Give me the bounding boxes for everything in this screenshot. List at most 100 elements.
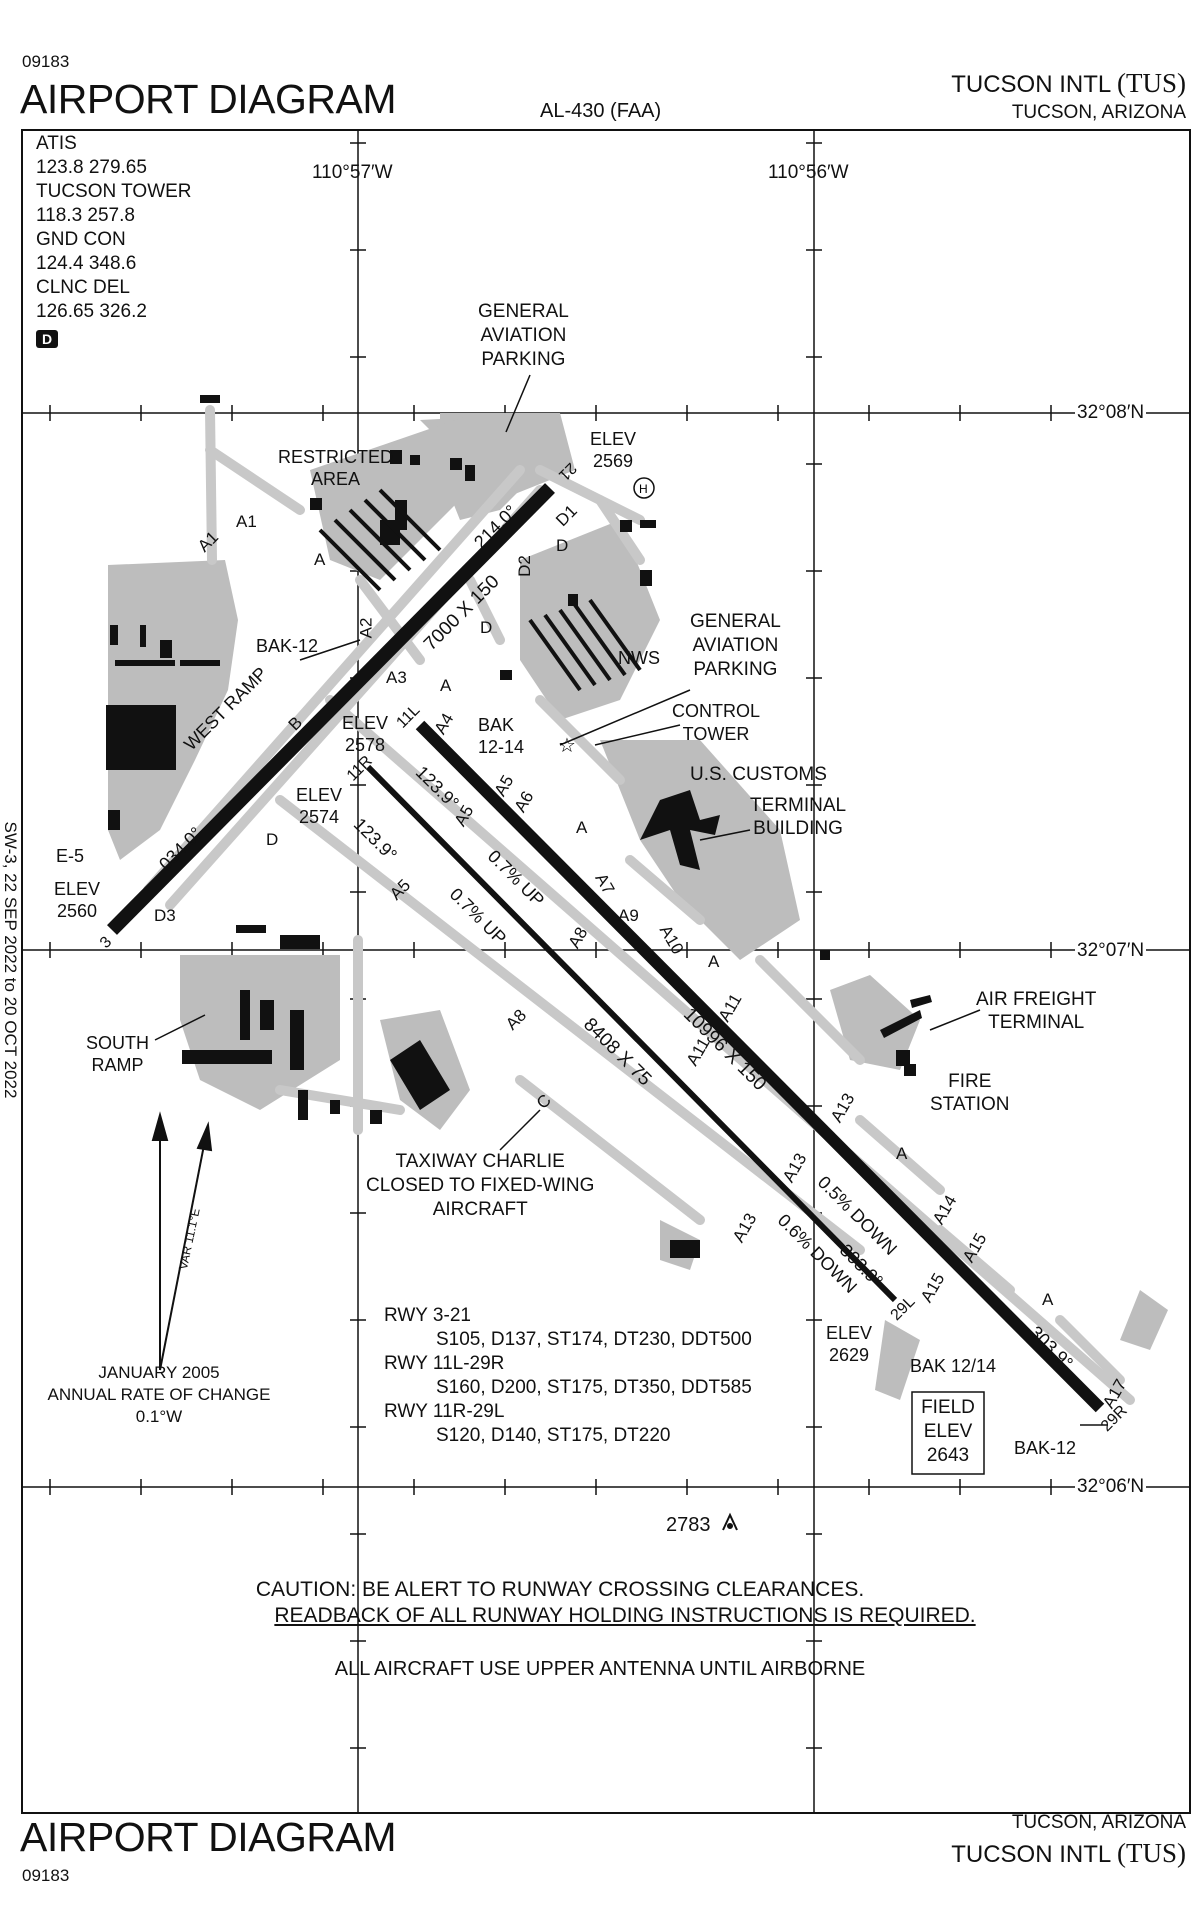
nws-label: NWS — [618, 648, 660, 668]
label-line: AIRCRAFT — [432, 1199, 528, 1220]
bak-12-14-label: BAK 12-14 — [478, 714, 524, 758]
label-line: 2629 — [828, 1345, 870, 1365]
label-line: AVIATION — [480, 325, 567, 346]
se-apron-2 — [875, 1320, 920, 1400]
buildings — [106, 395, 932, 1258]
caution-note: CAUTION: BE ALERT TO RUNWAY CROSSING CLE… — [0, 1578, 1200, 1628]
elev-2569-label: ELEV 2569 — [590, 428, 636, 472]
label-line: AIR FREIGHT — [976, 989, 1097, 1010]
footer-city-state: TUCSON, ARIZONA — [1011, 1812, 1186, 1833]
taxiway-label: A9 — [618, 906, 639, 925]
city-state-header: TUCSON, ARIZONA — [1011, 102, 1186, 123]
graticule-ticks — [49, 142, 1143, 1749]
strength-values: S120, D140, ST175, DT220 — [436, 1425, 671, 1446]
label-line: ELEV — [826, 1323, 873, 1343]
antenna-note: ALL AIRCRAFT USE UPPER ANTENNA UNTIL AIR… — [334, 1658, 866, 1680]
fire-station-label: FIRE STATION — [930, 1070, 1010, 1116]
runway-11l-29r — [415, 720, 1105, 1413]
chart-number: 09183 — [22, 52, 70, 71]
elev-2578-label: ELEV 2578 — [342, 712, 388, 756]
magnetic-north-arrows — [151, 1111, 213, 1371]
comm-frequencies: ATIS 123.8 279.65 TUCSON TOWER 118.3 257… — [36, 132, 192, 349]
label-line: FIRE — [948, 1071, 992, 1092]
label-line: JANUARY 2005 — [98, 1363, 220, 1382]
us-customs-label: U.S. CUSTOMS — [690, 764, 827, 785]
terminal-building — [640, 790, 720, 870]
ga-parking-east-label: GENERAL AVIATION PARKING — [690, 610, 781, 682]
chart-title: AIRPORT DIAGRAM — [20, 76, 397, 122]
comm-line: GND CON — [36, 229, 126, 250]
label-line: PARKING — [693, 659, 778, 680]
footer-title: AIRPORT DIAGRAM — [20, 1814, 397, 1860]
strength-values: S160, D200, ST175, DT350, DDT585 — [436, 1377, 752, 1398]
label-line: AVIATION — [692, 635, 779, 656]
taxiway-label: D3 — [154, 906, 176, 925]
strength-values: S105, D137, ST174, DT230, DDT500 — [436, 1329, 752, 1350]
lat-mid-label: 32°07′N — [1075, 940, 1147, 962]
taxiway-label: A3 — [386, 668, 407, 687]
terminal-building-label: TERMINAL BUILDING — [750, 794, 846, 840]
control-tower-icon: ☆ — [558, 733, 576, 757]
field-elev-label: FIELD ELEV 2643 — [912, 1396, 984, 1468]
obstacle-elevation: 2783 — [666, 1514, 711, 1536]
taxiway-network — [143, 405, 1135, 1405]
taxiway-label: A — [896, 1144, 908, 1163]
comm-line: 126.65 326.2 — [36, 301, 147, 322]
lat-bottom-label: 32°06′N — [1075, 1476, 1147, 1498]
se-apron — [1120, 1290, 1168, 1350]
strength-row: RWY 11L-29R S160, D200, ST175, DT350, DD… — [384, 1352, 752, 1400]
taxiway-label: A1 — [236, 512, 257, 531]
bak-12-west-label: BAK-12 — [256, 636, 319, 656]
runway-3-21 — [107, 483, 555, 935]
south-ramp-area — [180, 955, 340, 1110]
label-line: ELEV — [54, 879, 101, 899]
bak-12-14-b-label: BAK 12/14 — [910, 1356, 997, 1376]
taxiway-label: D — [556, 536, 569, 555]
south-ramp-label: SOUTH RAMP — [86, 1032, 149, 1076]
central-hangar — [390, 1040, 450, 1110]
label-line: ELEV — [590, 429, 637, 449]
taxiway-label: A — [576, 818, 588, 837]
strength-row: RWY 3-21 S105, D137, ST174, DT230, DDT50… — [384, 1304, 752, 1352]
label-line: 2569 — [592, 451, 634, 471]
ga-parking-north-label: GENERAL AVIATION PARKING — [478, 300, 569, 372]
taxiway-label: D — [480, 618, 493, 637]
taxiway-label: A — [708, 952, 720, 971]
map-frame — [21, 129, 1191, 1814]
helipad-letter: H — [639, 482, 648, 496]
taxiway-label: A — [440, 676, 452, 695]
label-line: ELEV — [296, 785, 343, 805]
label-line: TERMINAL — [750, 795, 847, 816]
label-line: RESTRICTED — [278, 447, 394, 467]
caution-line-1: CAUTION: BE ALERT TO RUNWAY CROSSING CLE… — [255, 1578, 865, 1601]
airport-code: (TUS) — [1117, 68, 1186, 98]
elev-2560-label: ELEV 2560 — [54, 878, 100, 922]
runway-strength-table: RWY 3-21 S105, D137, ST174, DT230, DDT50… — [384, 1304, 752, 1448]
label-line: CONTROL — [672, 701, 761, 721]
label-line: ELEV — [923, 1421, 973, 1442]
restricted-area-label: RESTRICTED AREA — [278, 446, 393, 490]
magnetic-change-note: JANUARY 2005 ANNUAL RATE OF CHANGE 0.1°W — [44, 1362, 274, 1428]
label-line: TOWER — [682, 724, 750, 744]
strength-row: RWY 11R-29L S120, D140, ST175, DT220 — [384, 1400, 752, 1448]
lat-top-label: 32°08′N — [1075, 402, 1147, 424]
leader-lines — [154, 374, 1108, 1426]
parking-rows — [318, 488, 642, 692]
airport-name-header: TUCSON INTL (TUS) — [951, 68, 1186, 99]
label-line: 2578 — [344, 735, 386, 755]
strength-runway: RWY 11L-29R — [384, 1353, 505, 1374]
label-line: BUILDING — [753, 818, 843, 839]
obstacle-symbol — [722, 1512, 738, 1531]
footer-airport-name: TUCSON INTL (TUS) — [951, 1838, 1186, 1869]
elev-2574-label: ELEV 2574 — [296, 784, 342, 828]
control-tower-label: CONTROL TOWER — [672, 700, 760, 746]
label-line: AREA — [310, 469, 361, 489]
runway-11r-29l — [365, 764, 898, 1303]
label-line: GENERAL — [690, 611, 781, 632]
airport-name: TUCSON INTL — [951, 71, 1111, 98]
taxiway-charlie-note: TAXIWAY CHARLIE CLOSED TO FIXED-WING AIR… — [366, 1150, 594, 1222]
graticule-lines — [22, 130, 1190, 1813]
ga-east-apron — [520, 520, 660, 720]
comm-line: ATIS — [36, 133, 77, 154]
